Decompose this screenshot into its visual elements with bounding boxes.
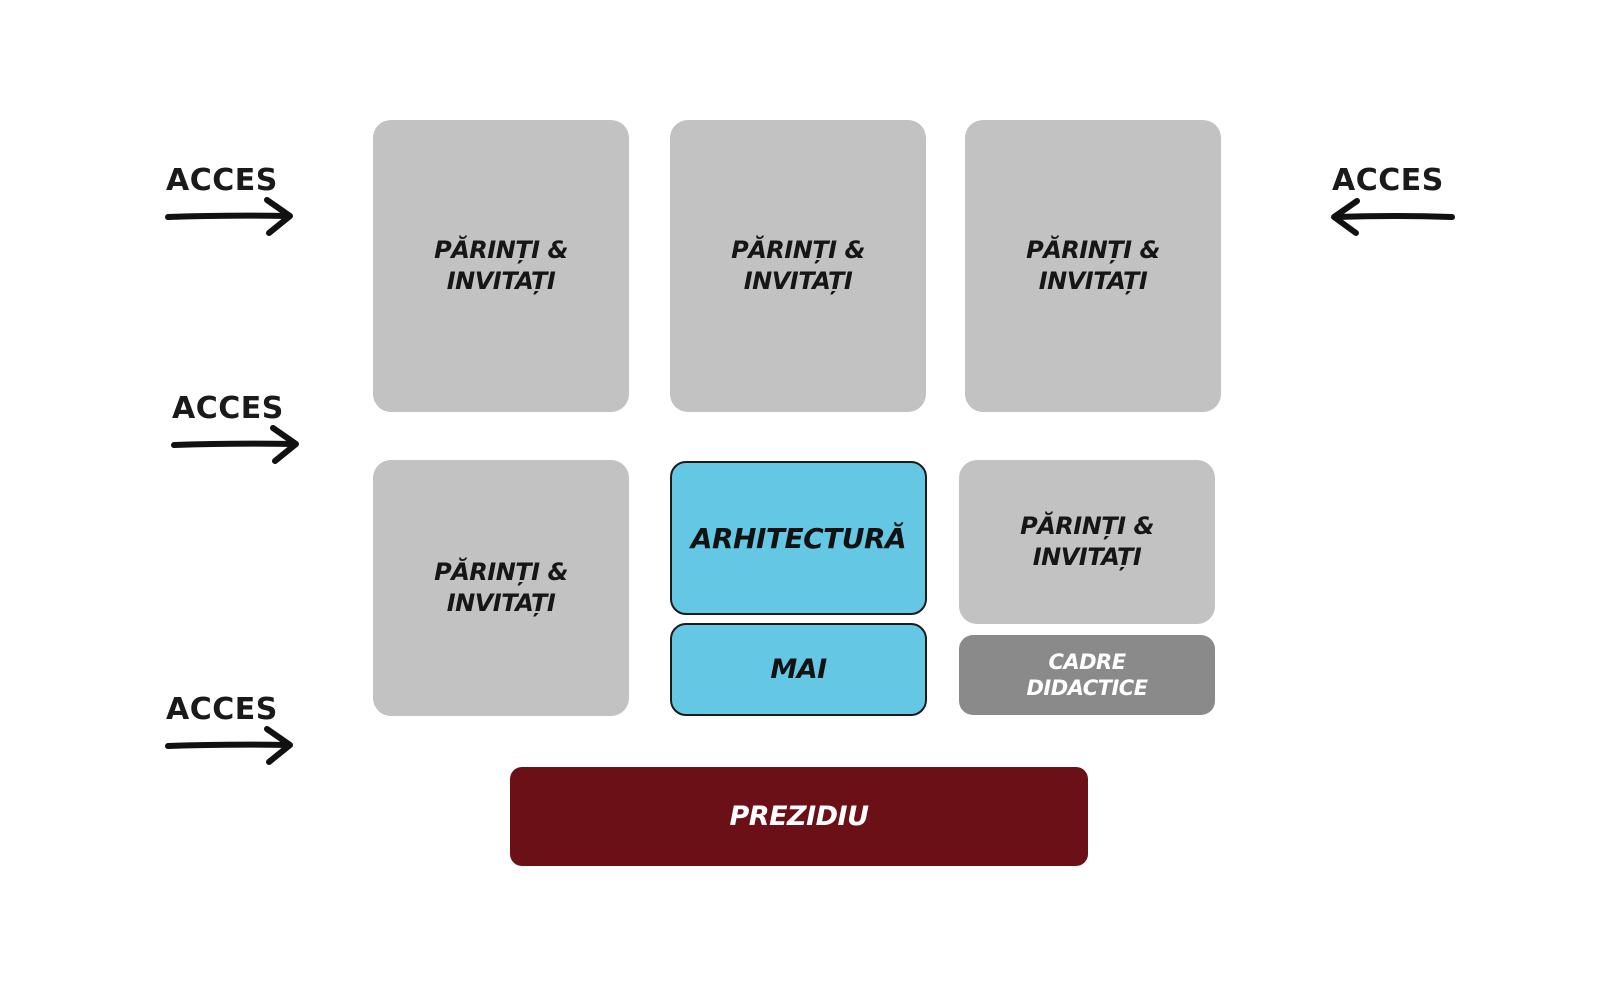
- access-label: ACCES: [166, 163, 278, 198]
- guest-zone-label: PĂRINȚI & INVITAȚI: [434, 236, 568, 295]
- guest-zone-top-left: PĂRINȚI & INVITAȚI: [373, 120, 629, 412]
- mai-zone: MAI: [670, 623, 927, 716]
- arrow-right-icon: [171, 425, 299, 464]
- guest-zone-top-center: PĂRINȚI & INVITAȚI: [670, 120, 926, 412]
- access-label: ACCES: [166, 692, 278, 727]
- arrow-right-icon: [165, 726, 293, 765]
- access-label: ACCES: [172, 391, 284, 426]
- presidium-zone: PREZIDIU: [510, 767, 1088, 866]
- access-marker-left-top: ACCES: [165, 163, 306, 243]
- guest-zone-label: PĂRINȚI & INVITAȚI: [731, 236, 865, 295]
- guest-zone-label: PĂRINȚI & INVITAȚI: [434, 558, 568, 617]
- guest-zone-top-right: PĂRINȚI & INVITAȚI: [965, 120, 1221, 412]
- access-label: ACCES: [1332, 163, 1444, 198]
- presidium-zone-label: PREZIDIU: [729, 801, 869, 832]
- access-marker-right-top: ACCES: [1330, 163, 1470, 243]
- architecture-zone: ARHITECTURĂ: [670, 461, 927, 615]
- staff-zone: CADRE DIDACTICE: [959, 635, 1215, 715]
- guest-zone-bottom-left: PĂRINȚI & INVITAȚI: [373, 460, 629, 716]
- arrow-right-icon: [165, 197, 293, 236]
- guest-zone-label: PĂRINȚI & INVITAȚI: [1020, 512, 1154, 571]
- staff-zone-label: CADRE DIDACTICE: [1026, 650, 1148, 700]
- guest-zone-label: PĂRINȚI & INVITAȚI: [1026, 236, 1160, 295]
- mai-zone-label: MAI: [770, 654, 827, 685]
- access-marker-left-middle: ACCES: [171, 391, 312, 471]
- access-marker-left-bottom: ACCES: [165, 692, 306, 772]
- architecture-zone-label: ARHITECTURĂ: [690, 521, 907, 555]
- arrow-left-icon: [1331, 198, 1455, 236]
- guest-zone-bottom-right: PĂRINȚI & INVITAȚI: [959, 460, 1215, 624]
